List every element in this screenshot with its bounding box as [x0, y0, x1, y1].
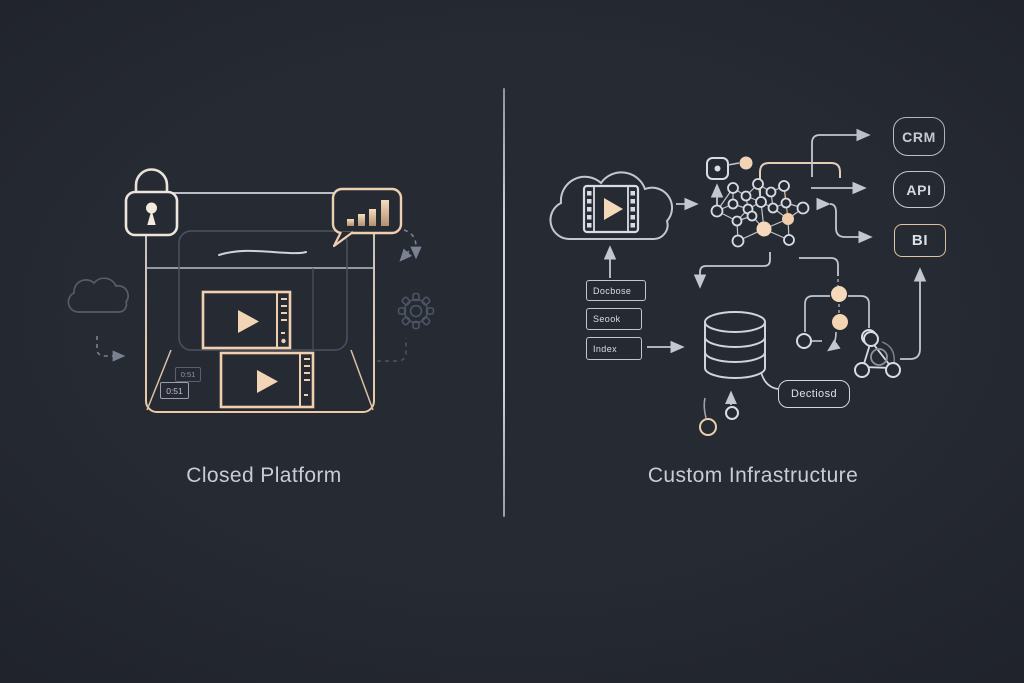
lock-icon — [124, 168, 179, 237]
right-caption: Custom Infrastructure — [647, 464, 859, 487]
dashed-elbow-gear — [377, 338, 407, 362]
database-label: Dectiosd — [778, 380, 850, 408]
video-player-icon-2 — [219, 351, 315, 409]
pin-nodes — [699, 390, 739, 436]
film-strip-icon — [582, 184, 640, 234]
pipeline-label-database: Docbose — [586, 280, 646, 301]
timestamp-badge: 0:51 — [160, 382, 189, 399]
neural-network-icon — [710, 178, 810, 248]
dashed-arrow-bubble — [399, 229, 422, 262]
left-caption: Closed Platform — [186, 464, 342, 487]
output-chip-bi: BI — [894, 224, 946, 257]
database-label-connector — [760, 371, 779, 390]
database-icon — [704, 311, 766, 379]
video-player-icon — [201, 290, 292, 350]
bi-up-arrow — [900, 267, 927, 360]
gear-icon — [397, 292, 435, 330]
output-chip-api: API — [893, 171, 945, 208]
closed-platform-illustration — [67, 168, 435, 413]
pipeline-label-search: Seook — [586, 308, 642, 330]
dashed-arrow-cloud — [96, 336, 126, 362]
pipeline-label-index: Index — [586, 337, 642, 360]
output-arrows — [811, 128, 873, 244]
timestamp-badge: 0:51 — [175, 367, 201, 382]
bar-chart-bubble-icon — [331, 187, 403, 248]
panel-divider — [503, 88, 505, 517]
cloud-icon — [67, 277, 130, 313]
network-down-elbows — [693, 252, 839, 289]
output-chip-crm: CRM — [893, 117, 945, 156]
